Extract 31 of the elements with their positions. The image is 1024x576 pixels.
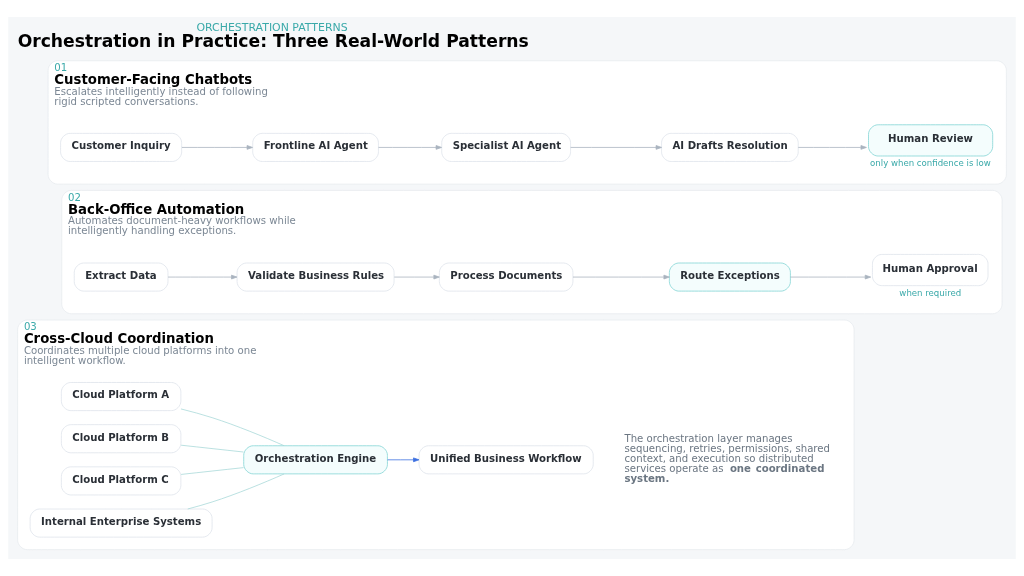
arrow	[181, 145, 253, 150]
node-box: Unified Business Workflow	[418, 445, 594, 475]
arrow	[167, 274, 238, 280]
node-box: AI Drafts Resolution	[661, 133, 799, 162]
node-box: Extract Data	[73, 262, 169, 292]
label: The orchestration layer manages sequencing, retries, permissions, shared context, and execution so distributed services operate as one coordinated system.	[624, 432, 830, 485]
node-label: only when confidence is low	[870, 158, 991, 169]
node-box: Cloud Platform B	[61, 424, 182, 454]
arrow	[393, 274, 440, 280]
node-box: Cloud Platform A	[61, 382, 182, 411]
node-box: Validate Business Rules	[236, 262, 395, 292]
node-box: Cloud Platform C	[61, 466, 182, 496]
node-label: when required	[899, 287, 962, 298]
node-box: Process Documents	[439, 262, 574, 292]
connector	[180, 408, 285, 447]
node-box: Customer Inquiry	[60, 133, 183, 162]
arrow	[570, 145, 662, 150]
arrow	[572, 274, 670, 280]
node-box: Route Exceptions	[669, 262, 791, 292]
diagram-title: Orchestration in Practice: Three Real-World Patterns	[17, 31, 529, 52]
arrow	[797, 145, 867, 150]
connector	[180, 467, 244, 475]
node-box: Frontline AI Agent	[252, 133, 379, 162]
connector	[180, 444, 244, 453]
arrow	[790, 274, 872, 280]
arrow	[387, 457, 420, 463]
connector	[187, 473, 285, 510]
node-box: Internal Enterprise Systems	[29, 508, 213, 538]
node-box: Specialist AI Agent	[441, 133, 571, 162]
node-box: Orchestration Engine	[243, 445, 388, 475]
arrow	[378, 145, 442, 150]
